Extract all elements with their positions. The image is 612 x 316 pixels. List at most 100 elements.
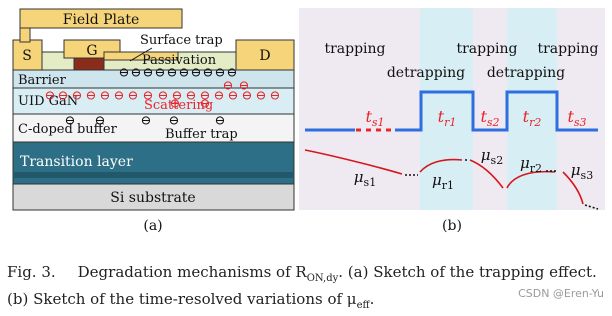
mobility-curve-s3 bbox=[562, 171, 584, 205]
surface-trap-electron: ⊖ bbox=[131, 66, 142, 81]
mobility-curve-r1 bbox=[419, 158, 463, 173]
transition-layer-stripe bbox=[13, 172, 294, 178]
figure-canvas: Field Plate S G D Surface trap Passivati… bbox=[12, 8, 605, 234]
field-plate-label: Field Plate bbox=[63, 12, 140, 28]
channel-electron: ⊖ bbox=[100, 89, 111, 104]
channel-electron: ⊖ bbox=[186, 89, 197, 104]
phase-label-trapping-3: trapping bbox=[537, 41, 598, 57]
channel-electron: ⊖ bbox=[86, 89, 97, 104]
t-s2-label: ts2 bbox=[480, 107, 499, 129]
recovery-band-2 bbox=[507, 8, 557, 210]
scattering-label: Scattering bbox=[144, 98, 213, 113]
surface-trap-electron: ⊖ bbox=[155, 66, 166, 81]
t-s1-label: ts1 bbox=[365, 107, 384, 129]
phase-label-detrapping-1: detrapping bbox=[387, 65, 465, 81]
device-cross-section bbox=[12, 8, 295, 211]
surface-trap-electron: ⊖ bbox=[143, 66, 154, 81]
si-substrate-label: Si substrate bbox=[110, 190, 195, 206]
c-doped-buffer-label: C-doped buffer bbox=[18, 122, 118, 137]
mobility-curve-s2 bbox=[469, 159, 504, 189]
caption-line-1-after: . (a) Sketch of the trapping effect. bbox=[338, 263, 597, 281]
channel-electron: ⊖ bbox=[58, 89, 69, 104]
uid-gan-layer bbox=[12, 87, 295, 115]
figure-caption: Fig. 3. Degradation mechanisms of RON,dy.… bbox=[7, 262, 607, 316]
surface-trap-electron: ⊖ bbox=[119, 66, 130, 81]
caption-line-2: (b) Sketch of the time-resolved variatio… bbox=[7, 289, 607, 316]
si-substrate-layer bbox=[12, 183, 295, 211]
figure-number: Fig. 3. bbox=[7, 263, 56, 281]
mu-r2-label: μr2 bbox=[520, 154, 542, 175]
buffer-trap-electron: ⊖ bbox=[95, 114, 106, 129]
surface-trap-electron: ⊖ bbox=[167, 66, 178, 81]
channel-electron: ⊖ bbox=[223, 79, 234, 94]
caption-line-2-text: (b) Sketch of the time-resolved variatio… bbox=[7, 290, 357, 308]
channel-electron: ⊖ bbox=[45, 89, 56, 104]
caption-line-1: Fig. 3. Degradation mechanisms of RON,dy.… bbox=[7, 262, 607, 289]
channel-electron: ⊖ bbox=[170, 97, 181, 112]
caption-line-2-sub: eff bbox=[356, 300, 370, 311]
recovery-band-1 bbox=[420, 8, 473, 210]
phase-label-detrapping-2: detrapping bbox=[487, 65, 565, 81]
barrier-label: Barrier bbox=[18, 73, 67, 88]
surface-trap-arrow bbox=[129, 47, 153, 62]
mobility-dots bbox=[405, 159, 599, 210]
caption-line-1-text: Degradation mechanisms of R bbox=[77, 263, 307, 281]
source-label: S bbox=[22, 48, 32, 64]
surface-trap-electron: ⊖ bbox=[179, 66, 190, 81]
channel-electron: ⊖ bbox=[256, 89, 267, 104]
mobility-curve-s1 bbox=[304, 149, 403, 175]
transition-layer-label: Transition layer bbox=[20, 154, 133, 170]
channel-electron: ⊖ bbox=[242, 89, 253, 104]
caption-line-2-after: . bbox=[369, 290, 375, 308]
surface-trap-electron: ⊖ bbox=[215, 66, 226, 81]
device-labels: Field Plate S G D Surface trap Passivati… bbox=[18, 12, 271, 234]
channel-electron: ⊖ bbox=[270, 89, 281, 104]
mu-s1-label: μs1 bbox=[354, 168, 376, 189]
channel-electron: ⊖ bbox=[128, 89, 139, 104]
channel-electron: ⊖ bbox=[114, 89, 125, 104]
buffer-trap-label: Buffer trap bbox=[165, 127, 238, 142]
surface-trap-label: Surface trap bbox=[140, 33, 223, 48]
surface-trap-electron: ⊖ bbox=[191, 66, 202, 81]
electron-group: ⊖⊖⊖⊖⊖⊖⊖⊖⊖⊖⊖⊖⊖⊖⊖⊖⊖⊖⊖⊖⊖⊖⊖⊖⊖⊖⊖⊖⊖⊖⊖⊖⊖⊖⊖⊖ bbox=[45, 66, 281, 129]
source-contact bbox=[12, 39, 43, 71]
mobility-curve-r2 bbox=[506, 170, 556, 189]
mu-s2-label: μs2 bbox=[481, 146, 503, 167]
gate-waveform bbox=[305, 90, 598, 132]
channel-electron: ⊖ bbox=[214, 89, 225, 104]
gate-foot bbox=[73, 57, 105, 71]
channel-electron: ⊖ bbox=[200, 89, 211, 104]
t-r1-label: tr1 bbox=[438, 107, 457, 129]
drain-label: D bbox=[259, 48, 270, 64]
watermark: CSDN @Eren-Yu bbox=[518, 287, 604, 300]
passivation-label: Passivation bbox=[142, 53, 217, 68]
field-plate-extension bbox=[103, 51, 179, 61]
phase-label-trapping-1: trapping bbox=[324, 41, 385, 57]
t-s3-label: ts3 bbox=[567, 107, 586, 129]
panel-b-label: (b) bbox=[442, 218, 462, 234]
field-plate-via bbox=[19, 27, 31, 43]
buffer-trap-electron: ⊖ bbox=[169, 114, 180, 129]
buffer-trap-electron: ⊖ bbox=[215, 114, 226, 129]
surface-trap-electron: ⊖ bbox=[227, 66, 238, 81]
channel-electron: ⊖ bbox=[158, 89, 169, 104]
time-resolved-panel: trapping detrapping trapping detrapping … bbox=[299, 8, 605, 234]
channel-electron: ⊖ bbox=[239, 79, 250, 94]
mu-r1-label: μr1 bbox=[432, 171, 454, 192]
surface-trap-electron: ⊖ bbox=[203, 66, 214, 81]
panel-a-label: (a) bbox=[143, 218, 162, 234]
channel-electron: ⊖ bbox=[228, 89, 239, 104]
gate-label: G bbox=[86, 43, 97, 59]
caption-line-1-sub: ON,dy bbox=[306, 273, 339, 284]
t-r2-label: tr2 bbox=[523, 107, 542, 129]
phase-label-trapping-2: trapping bbox=[456, 41, 517, 57]
c-doped-buffer-layer bbox=[12, 113, 295, 143]
channel-electron: ⊖ bbox=[200, 97, 211, 112]
uid-gan-label: UID GaN bbox=[18, 94, 78, 109]
buffer-trap-electron: ⊖ bbox=[65, 114, 76, 129]
channel-electron: ⊖ bbox=[172, 89, 183, 104]
field-plate bbox=[19, 8, 183, 29]
buffer-trap-electron: ⊖ bbox=[141, 114, 152, 129]
mu-s3-label: μs3 bbox=[571, 161, 593, 182]
channel-electron: ⊖ bbox=[143, 89, 154, 104]
